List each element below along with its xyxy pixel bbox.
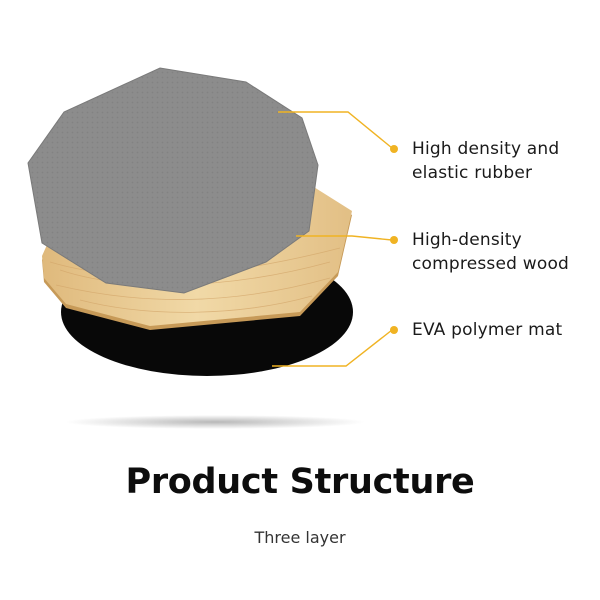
leader-dot-rubber bbox=[390, 145, 398, 153]
callout-rubber-line1: High density and bbox=[412, 139, 560, 159]
callout-rubber-label: High density and elastic rubber bbox=[412, 137, 559, 185]
leader-dot-wood bbox=[390, 236, 398, 244]
callout-mat-label: EVA polymer mat bbox=[412, 318, 562, 342]
callout-wood-line1: High-density bbox=[412, 230, 522, 250]
callout-wood-label: High-density compressed wood bbox=[412, 228, 569, 276]
rubber-pad-layer bbox=[27, 67, 319, 294]
page-subtitle: Three layer bbox=[254, 528, 346, 547]
callout-rubber-line2: elastic rubber bbox=[412, 163, 533, 183]
leader-line-mat bbox=[272, 329, 393, 367]
page-title: Product Structure bbox=[125, 462, 475, 502]
callout-mat-line1: EVA polymer mat bbox=[412, 320, 563, 340]
leader-line-wood bbox=[296, 235, 393, 241]
callout-wood-line2: compressed wood bbox=[412, 254, 570, 274]
leader-line-rubber bbox=[278, 111, 393, 149]
floor-shadow bbox=[65, 415, 365, 429]
leader-dot-mat bbox=[390, 326, 398, 334]
